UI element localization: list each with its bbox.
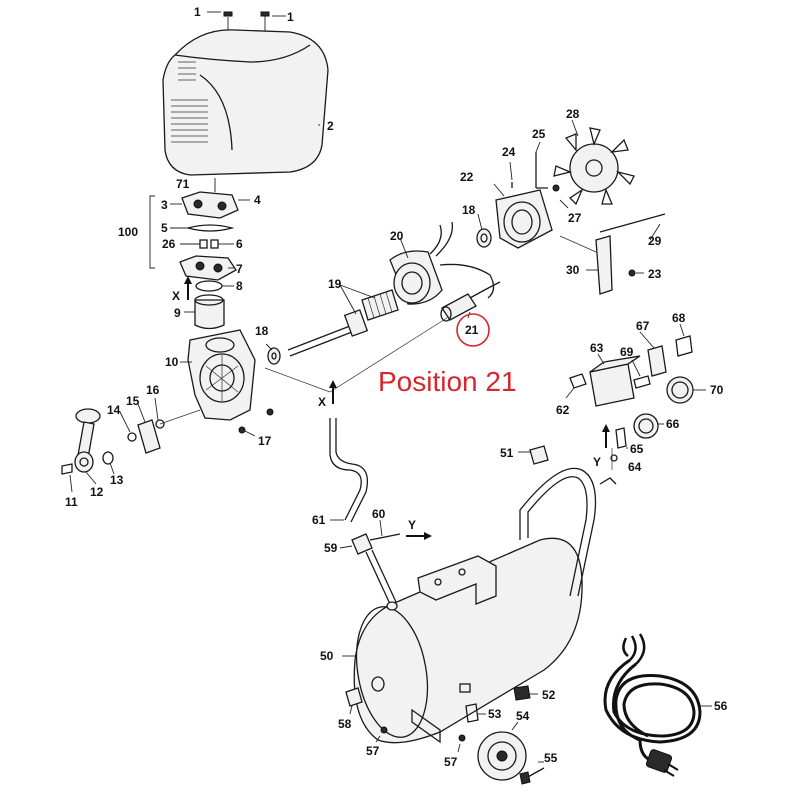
callout-66: 66: [666, 417, 680, 431]
part-rotor-shaft: [264, 284, 451, 393]
callout-7: 7: [236, 262, 243, 276]
callout-8: 8: [236, 279, 243, 293]
callout-54: 54: [516, 709, 530, 723]
callout-9: 9: [174, 306, 181, 320]
callout-69: 69: [620, 345, 634, 359]
callout-70: 70: [710, 383, 724, 397]
callout-5: 5: [161, 221, 168, 235]
callout-13: 13: [110, 473, 124, 487]
callout-18a: 18: [255, 324, 269, 338]
callout-55: 55: [544, 751, 558, 765]
callout-14: 14: [107, 403, 121, 417]
callout-16: 16: [146, 383, 160, 397]
callout-2: 2: [327, 119, 334, 133]
callout-65: 65: [630, 442, 644, 456]
callout-17: 17: [258, 434, 272, 448]
part-fan-housing: [476, 119, 666, 295]
callout-60: 60: [372, 507, 386, 521]
callout-53: 53: [488, 707, 502, 721]
callout-71: 71: [176, 177, 190, 191]
callout-26: 26: [162, 237, 176, 251]
callout-29: 29: [648, 234, 662, 248]
part-50-air-tank: [342, 467, 617, 744]
callout-28: 28: [566, 107, 580, 121]
callout-20: 20: [390, 229, 404, 243]
callout-68: 68: [672, 311, 686, 325]
callout-100: 100: [118, 225, 138, 239]
callout-23: 23: [648, 267, 662, 281]
part-20-stator: [389, 221, 495, 305]
part-conrod-assembly: [61, 397, 274, 493]
callout-18b: 18: [462, 203, 476, 217]
callout-x-arrow-top: X: [172, 289, 180, 303]
part-2-cover: [162, 29, 329, 176]
highlight-position-label: Position 21: [378, 366, 517, 397]
callout-15: 15: [126, 394, 140, 408]
callout-24: 24: [502, 145, 516, 159]
callout-30: 30: [566, 263, 580, 277]
part-21-capacitor: [440, 281, 501, 347]
callout-59: 59: [324, 541, 338, 555]
callout-y-arrow-valve: Y: [408, 518, 416, 532]
callout-10: 10: [165, 355, 179, 369]
callout-19: 19: [328, 277, 342, 291]
callout-22: 22: [460, 170, 474, 184]
callout-y-arrow-switch: Y: [593, 455, 601, 469]
callout-62: 62: [556, 403, 570, 417]
callout-51: 51: [500, 446, 514, 460]
callout-58: 58: [338, 717, 352, 731]
part-10-crankcase: [180, 329, 256, 421]
part-check-valve: [339, 519, 432, 605]
callout-50: 50: [320, 649, 334, 663]
callout-64: 64: [628, 460, 642, 474]
callout-25: 25: [532, 127, 546, 141]
callout-x-arrow-pipe: X: [318, 395, 326, 409]
callout-6: 6: [236, 237, 243, 251]
part-pressure-switch: [565, 323, 706, 470]
callout-12: 12: [90, 485, 104, 499]
callout-3: 3: [161, 198, 168, 212]
callout-61: 61: [312, 513, 326, 527]
callout-27: 27: [568, 211, 582, 225]
position-21-highlight-ring: [456, 313, 490, 347]
part-head-assembly: [149, 178, 250, 330]
callout-56: 56: [714, 699, 728, 713]
part-56-power-cord: [603, 633, 712, 777]
callout-1b: 1: [287, 10, 294, 24]
callout-63: 63: [590, 341, 604, 355]
part-pipe-61: [329, 380, 369, 523]
callout-21: 21: [465, 323, 479, 337]
callout-11: 11: [65, 495, 78, 509]
callout-1a: 1: [194, 5, 201, 19]
part-tank-fittings: [345, 445, 549, 785]
callout-57a: 57: [366, 744, 380, 758]
callout-57b: 57: [444, 755, 458, 769]
callout-52: 52: [542, 688, 556, 702]
callout-67: 67: [636, 319, 650, 333]
callout-labels: 1 1 2 71 3 4 100 5 26 6 7 8 X 9 18 10 19…: [65, 5, 728, 769]
callout-4: 4: [254, 193, 261, 207]
